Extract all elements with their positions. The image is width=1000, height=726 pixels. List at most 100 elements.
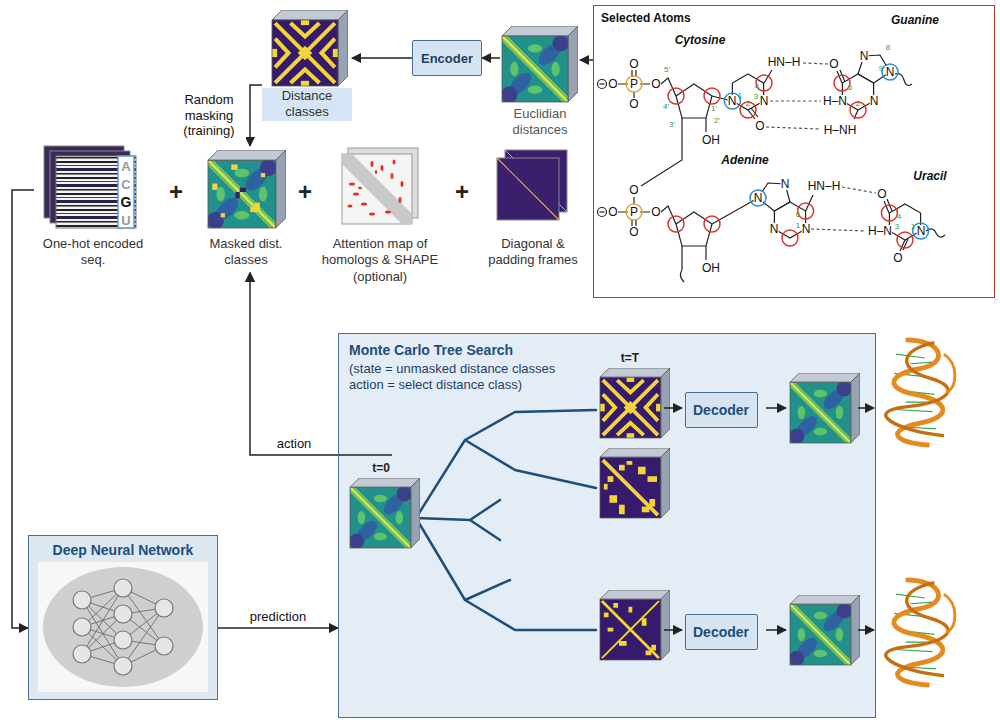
- step-label: t=0: [372, 462, 390, 474]
- plus-sign: +: [169, 180, 183, 204]
- connector: [482, 57, 500, 59]
- base-name: Adenine: [721, 154, 768, 166]
- atom-label: N: [760, 95, 769, 107]
- atom-label: O: [651, 206, 660, 218]
- atom-label: H–N: [823, 95, 847, 107]
- atom-number: 2: [856, 100, 860, 108]
- edge-label: action: [275, 436, 314, 452]
- atom-label: OH: [702, 134, 720, 146]
- node-body: (state = unmasked distance classes actio…: [349, 361, 584, 394]
- atom-number: 1: [796, 222, 800, 230]
- atom-label: HN–H: [808, 180, 841, 192]
- atom-label: O: [629, 226, 638, 238]
- atom-number: 8: [886, 44, 890, 52]
- nucleotide-letter: A: [121, 160, 130, 173]
- atom-number: 4': [663, 103, 669, 111]
- atom-number: 3': [669, 121, 675, 129]
- node-text: Diagonal & padding frames: [478, 236, 588, 269]
- panel-ground: [338, 333, 876, 718]
- image-node: Diagonal & padding frames: [478, 146, 588, 269]
- atom-number: 4: [897, 213, 901, 221]
- neural-network-icon: [38, 562, 208, 692]
- nucleotide-letter: C: [121, 178, 130, 191]
- panel: Deep Neural Network: [28, 535, 218, 700]
- connector: [218, 627, 338, 629]
- image-node: Masked dist. classes: [200, 146, 292, 269]
- node-text: Deep Neural Network: [33, 542, 213, 558]
- atom-number: 6: [848, 84, 852, 92]
- base-name: Cytosine: [675, 34, 726, 46]
- connector: [250, 273, 338, 456]
- edge-label: Random masking (training): [172, 92, 246, 139]
- attention-map: [342, 148, 418, 224]
- process-box: Decoder: [685, 392, 758, 428]
- atom-label: O: [629, 58, 638, 70]
- atom-number: 5': [664, 66, 670, 74]
- atom-label: HN–H: [768, 56, 801, 68]
- atom-label: O: [893, 252, 902, 264]
- node-text: One-hot encoded seq.: [34, 236, 152, 269]
- atom-label: P: [630, 206, 638, 218]
- atom-label: H–NH: [824, 124, 857, 136]
- rna-structure: [886, 580, 955, 685]
- atom-number: 9: [879, 65, 883, 73]
- connector: [580, 59, 593, 61]
- image-node: One-hot encoded seq.: [34, 146, 152, 269]
- panel: Selected Atoms: [593, 5, 995, 298]
- panel: Monte Carlo Tree Search (state = unmasked…: [338, 333, 876, 718]
- plus-sign: +: [298, 180, 312, 204]
- selected-atom-circles: [626, 64, 929, 248]
- atom-label: O: [629, 184, 638, 196]
- atom-label: N: [802, 223, 811, 235]
- atom-number: 2: [746, 100, 750, 108]
- image-node: Attention map of homologs & SHAPE (optio…: [318, 146, 442, 285]
- atom-label: OH: [702, 262, 720, 274]
- atom-number: 4: [755, 83, 759, 91]
- atom-label: N: [860, 50, 869, 62]
- atom-label: N: [870, 95, 879, 107]
- node-text: Euclidian distances: [500, 106, 580, 139]
- base-name: Uracil: [913, 170, 946, 182]
- distance-cube: [501, 26, 578, 103]
- atom-label: O: [755, 120, 764, 132]
- atom-label: O: [829, 58, 838, 70]
- atom-number: 6: [796, 211, 800, 219]
- node-text: Distance classes: [262, 88, 352, 121]
- base-name: Guanine: [891, 14, 939, 26]
- atom-number: 3: [754, 93, 758, 101]
- distance-class-cube: [272, 10, 348, 86]
- atom-label: N: [754, 192, 763, 204]
- atom-label: N: [886, 66, 895, 78]
- nucleotide-letter: G: [121, 195, 132, 209]
- connector: [250, 85, 262, 146]
- state-cubes: [349, 368, 860, 666]
- plus-sign: +: [455, 180, 469, 204]
- atom-number: 2': [714, 117, 720, 125]
- process-box: Encoder: [412, 40, 482, 76]
- atom-label: H–N: [868, 225, 892, 237]
- atom-number: 1: [911, 223, 915, 231]
- connector: [352, 57, 412, 59]
- atom-label: O: [608, 78, 617, 90]
- node-text: Decoder: [693, 402, 749, 418]
- panel-ground: [28, 535, 218, 700]
- chemical-structure: [598, 55, 946, 282]
- edge-label: prediction: [248, 609, 308, 625]
- step-label: t=T: [621, 352, 639, 364]
- atom-label: O: [608, 206, 617, 218]
- connector: [12, 190, 34, 628]
- atom-number: 1': [711, 105, 717, 113]
- action-line: [338, 454, 392, 456]
- image-node: Euclidian distances: [500, 26, 580, 139]
- process-box: Decoder: [685, 614, 758, 650]
- atom-label: N: [781, 178, 790, 190]
- image-node: Distance classes: [262, 8, 352, 121]
- atom-label: P: [630, 78, 638, 90]
- atom-number: 1: [738, 92, 742, 100]
- rna-structure: [886, 340, 955, 445]
- flow-arrows: [664, 408, 874, 630]
- node-text: Attention map of homologs & SHAPE (optio…: [318, 236, 442, 285]
- atom-label: O: [877, 188, 886, 200]
- node-text: Encoder: [421, 51, 473, 66]
- node-text: Monte Carlo Tree Search: [349, 342, 865, 358]
